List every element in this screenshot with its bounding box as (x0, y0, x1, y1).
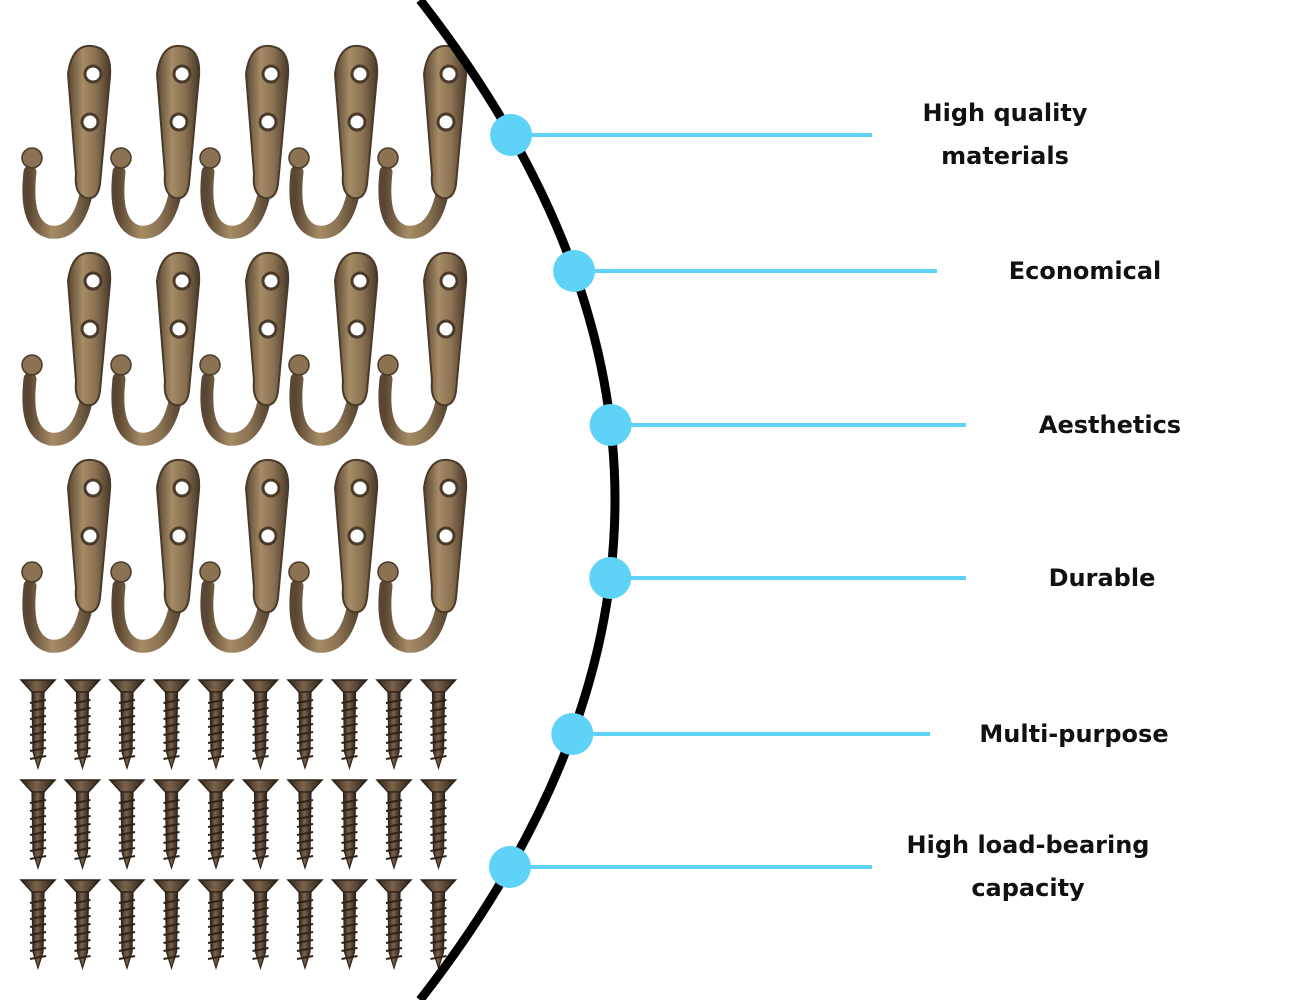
screw-icon (63, 779, 102, 871)
screw-icon (19, 679, 57, 771)
feature-label: Economical (935, 250, 1235, 293)
feature-connector (589, 557, 966, 599)
screw-icon (286, 879, 324, 971)
feature-connector (490, 114, 872, 156)
connector-dot (589, 557, 632, 599)
screw-icon (419, 779, 458, 871)
feature-label: High quality materials (855, 92, 1155, 178)
feature-connector (488, 846, 872, 888)
hook-icon (110, 458, 201, 653)
hook-icon (288, 44, 379, 239)
hook-icon (288, 251, 379, 446)
feature-connector (589, 404, 966, 446)
feature-label: Aesthetics (960, 404, 1260, 447)
screw-icon (286, 779, 324, 871)
hook-icon (21, 44, 112, 239)
hook-icon (199, 251, 290, 446)
hook-icon (110, 44, 201, 239)
connector-dot (490, 114, 533, 156)
feature-label-line: High quality (922, 99, 1088, 127)
screw-icon (419, 879, 458, 971)
screw-icon (330, 779, 369, 871)
hook-icon (377, 251, 468, 446)
feature-label-line: Durable (1048, 563, 1156, 592)
screw-icon (241, 879, 280, 971)
screw-icon (330, 679, 369, 771)
screw-grid (19, 679, 458, 971)
connector-dot (589, 404, 632, 446)
screw-icon (330, 879, 369, 971)
screw-icon (419, 679, 458, 771)
hook-icon (199, 44, 290, 239)
screw-icon (63, 879, 102, 971)
feature-connector (553, 250, 937, 292)
connector-dot (551, 713, 594, 755)
screw-icon (63, 679, 102, 771)
feature-connectors (488, 114, 966, 888)
feature-label-line: Multi-purpose (979, 719, 1169, 748)
hook-icon (110, 251, 201, 446)
feature-connector (551, 713, 930, 755)
screw-icon (375, 679, 413, 771)
screw-icon (375, 779, 413, 871)
feature-label: High load-bearing capacity (878, 824, 1178, 910)
feature-label-line: capacity (971, 874, 1085, 902)
feature-label: Durable (952, 557, 1252, 600)
screw-icon (197, 879, 235, 971)
screw-icon (375, 879, 413, 971)
screw-icon (241, 679, 280, 771)
screw-icon (19, 779, 57, 871)
hook-icon (199, 458, 290, 653)
screw-icon (152, 679, 191, 771)
connector-dot (553, 250, 596, 292)
feature-label-line: High load-bearing (906, 831, 1150, 859)
screw-icon (108, 679, 146, 771)
screw-icon (286, 679, 324, 771)
screw-icon (108, 779, 146, 871)
hook-icon (21, 458, 112, 653)
feature-label-line: Economical (1008, 256, 1162, 285)
screw-icon (152, 779, 191, 871)
hook-icon (377, 44, 468, 239)
feature-label-line: Aesthetics (1038, 410, 1182, 439)
feature-label: Multi-purpose (924, 713, 1224, 756)
hook-grid (21, 44, 468, 653)
screw-icon (197, 779, 235, 871)
hook-icon (288, 458, 379, 653)
screw-icon (19, 879, 57, 971)
hook-icon (21, 251, 112, 446)
feature-label-line: materials (941, 142, 1069, 170)
screw-icon (197, 679, 235, 771)
screw-icon (108, 879, 146, 971)
screw-icon (152, 879, 191, 971)
screw-icon (241, 779, 280, 871)
connector-dot (488, 846, 531, 888)
hook-icon (377, 458, 468, 653)
